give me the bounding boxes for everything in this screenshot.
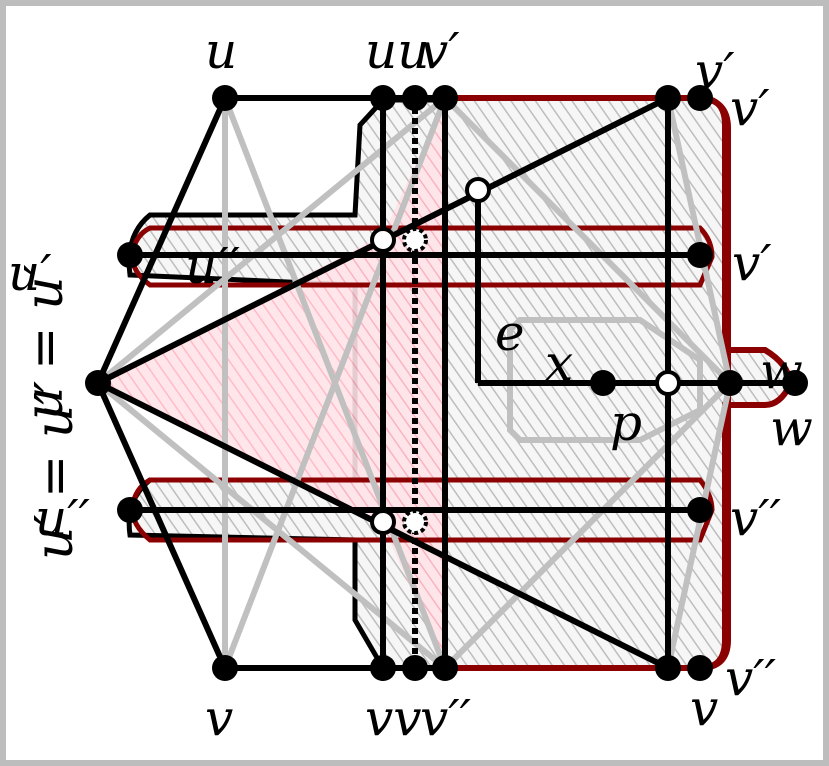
- label-v-bottom: v: [205, 689, 233, 747]
- vertex-v-double-prime-right: [687, 497, 713, 523]
- vertex-v-prime-right: [687, 242, 713, 268]
- label-w-1: w: [760, 342, 803, 400]
- label-u-top: u: [205, 22, 237, 80]
- region-upper-band: [129, 225, 715, 288]
- label-w-2: w: [770, 399, 813, 457]
- vertex-cross-3: [370, 509, 396, 535]
- vertex-v-prime-top: [432, 85, 458, 111]
- vertices-hollow: [370, 177, 681, 535]
- vertex-br-1: [655, 655, 681, 681]
- label-vv-bottom: vv: [365, 689, 422, 747]
- vertex-uu-2: [402, 85, 428, 111]
- vertex-w-1: [717, 370, 743, 396]
- label-p: p: [610, 394, 642, 452]
- label-br2: v′′: [725, 649, 777, 707]
- label-u-prime-left: u′: [8, 244, 52, 302]
- label-rot-left-top: u = u′: [15, 264, 75, 420]
- vertex-x: [590, 370, 616, 396]
- label-v-prime-top: v′: [420, 22, 460, 80]
- vertex-vv-1: [370, 655, 396, 681]
- label-v-prime-tr2: v′: [730, 79, 770, 137]
- label-u-double-prime-mid: u′′: [185, 237, 241, 295]
- label-e: e: [495, 304, 525, 362]
- label-v-prime-tr1: v′: [695, 42, 735, 100]
- gray-edges: [96, 95, 733, 671]
- vertex-p: [655, 370, 681, 396]
- region-pink-wedge: [98, 100, 445, 668]
- vertex-v-double-prime-bottom: [432, 655, 458, 681]
- vertices-filled: [85, 85, 808, 681]
- label-rot-left-bottom: u′ = u′′: [25, 381, 85, 560]
- vertex-e: [465, 177, 491, 203]
- label-x: x: [545, 334, 573, 392]
- vertex-w-2: [782, 370, 808, 396]
- label-u-double-prime-left: u′′: [35, 489, 91, 547]
- labels: u uu v′ v′ v′ u′ u′′ v′ e x p w w u′′ v′…: [8, 22, 813, 747]
- vertex-u-prime: [117, 242, 143, 268]
- label-v-double-prime-bottom: v′′: [420, 689, 472, 747]
- vertex-vv-2: [402, 655, 428, 681]
- label-v-prime-right: v′: [732, 234, 772, 292]
- vertex-cross-1: [370, 227, 396, 253]
- vertex-br-2: [687, 655, 713, 681]
- label-br1: v: [690, 679, 718, 737]
- vertex-cross-4: [402, 509, 428, 535]
- label-uu-top: uu: [365, 22, 429, 80]
- vertex-tr-2: [687, 85, 713, 111]
- black-edges: [95, 95, 795, 671]
- vertex-tr-1: [655, 85, 681, 111]
- vertex-v: [212, 655, 238, 681]
- label-v-double-prime-right: v′′: [730, 489, 782, 547]
- vertex-u-double-prime: [117, 497, 143, 523]
- vertex-cross-2: [402, 227, 428, 253]
- vertex-uu-1: [370, 85, 396, 111]
- vertex-u: [212, 85, 238, 111]
- vertex-left-apex: [85, 370, 111, 396]
